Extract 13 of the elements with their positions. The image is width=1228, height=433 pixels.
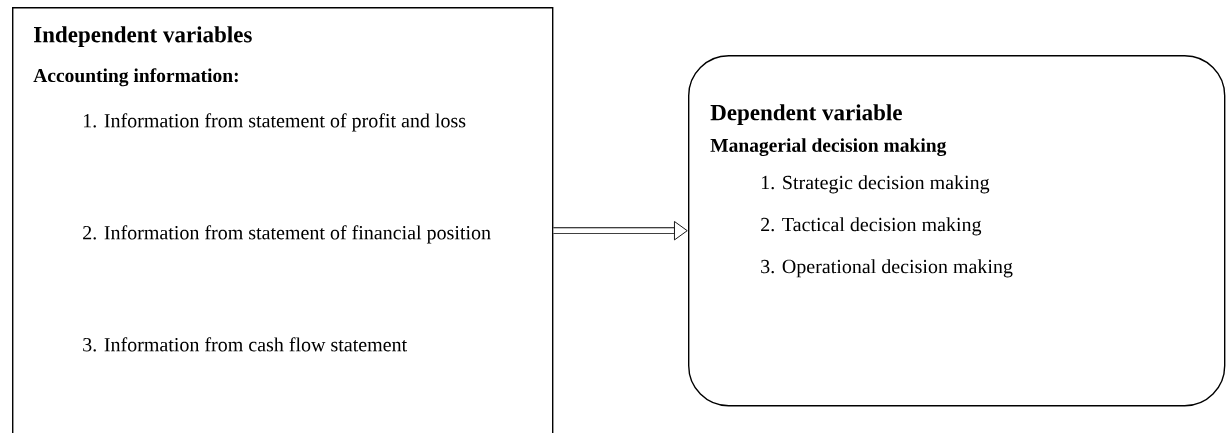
heading: Dependent variable	[710, 104, 902, 126]
heading: Independent variables	[34, 26, 252, 48]
subheading: Managerial decision making	[710, 138, 947, 156]
subheading: Accounting information:	[33, 68, 238, 87]
list-item: 3. Operational decision making	[761, 259, 1013, 278]
list-item: 2. Tactical decision making	[761, 217, 982, 236]
list-item: 1. Strategic decision making	[761, 175, 990, 194]
variable-box	[688, 55, 1226, 407]
variable-box	[12, 7, 554, 433]
arrow	[553, 221, 688, 241]
list-item: 2. Information from statement of financial position	[83, 225, 491, 244]
list-item: 3. Information from cash flow statement	[83, 337, 408, 352]
list-item: 1. Information from statement of profit and loss	[84, 113, 466, 132]
